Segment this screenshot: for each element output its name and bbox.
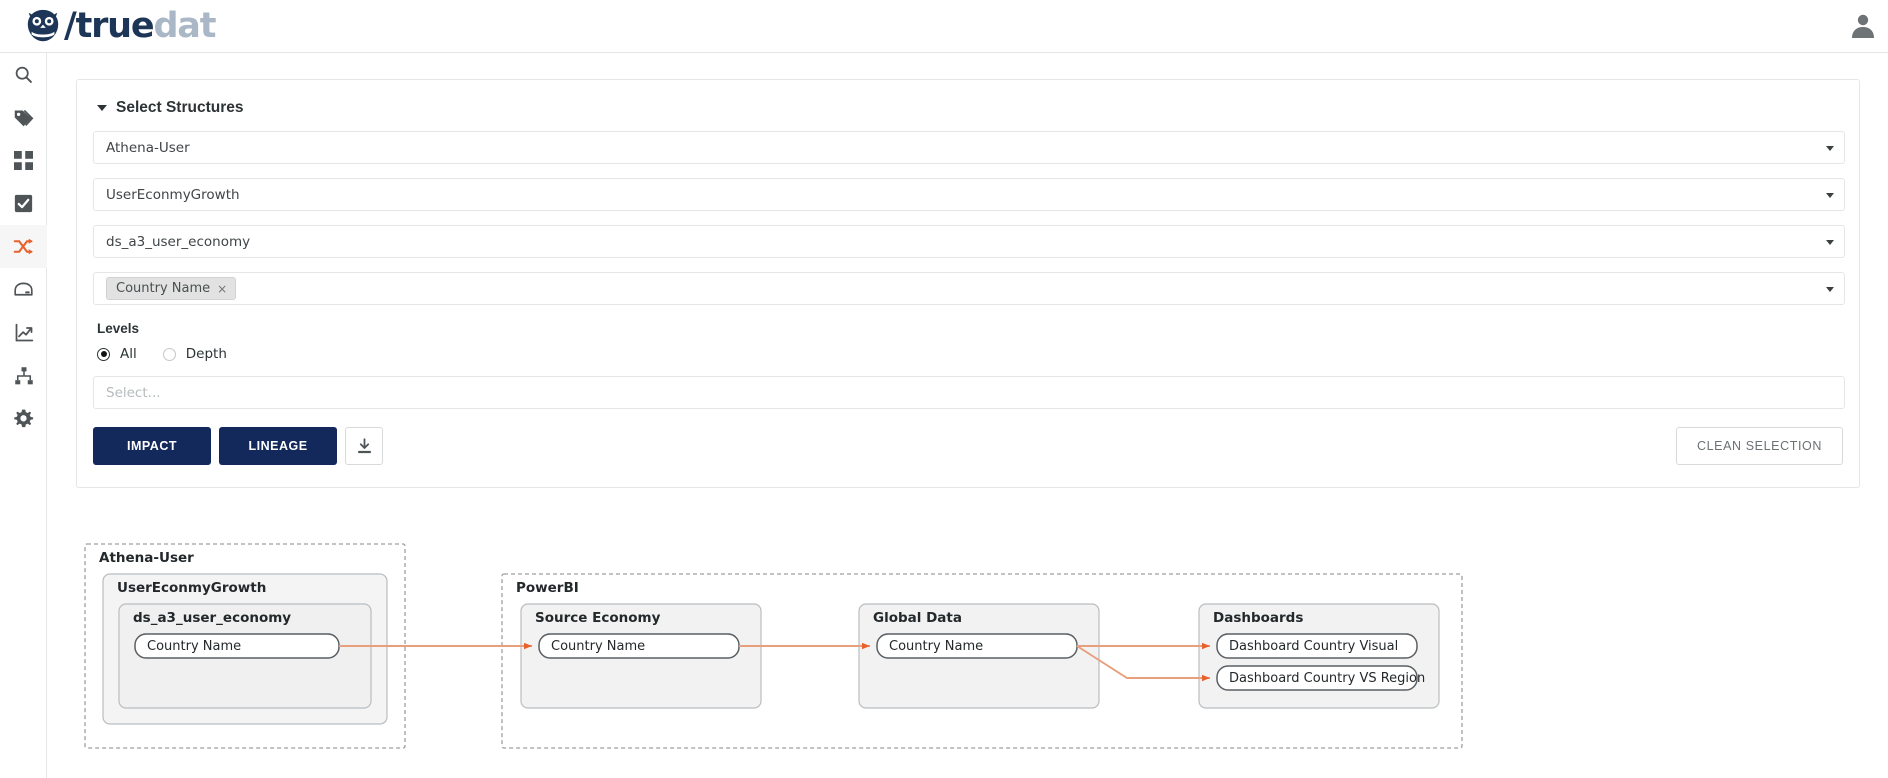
sidebar-item-data-sets[interactable] — [0, 268, 47, 311]
chevron-down-icon — [1826, 193, 1834, 198]
field-node-dashboard-country-vs-region[interactable] — [1216, 665, 1418, 691]
radio-all[interactable] — [97, 347, 110, 361]
grid-icon — [14, 151, 33, 170]
logo-text-secondary: dat — [153, 5, 216, 46]
checkbox-icon — [14, 194, 33, 213]
field-node-label: Dashboard Country VS Region — [1229, 671, 1425, 686]
clean-selection-button[interactable]: CLEAN SELECTION — [1675, 427, 1843, 465]
top-bar: /truedat — [0, 0, 1888, 53]
system-select-value: Athena-User — [106, 139, 190, 156]
sidebar-item-metrics[interactable] — [0, 311, 47, 354]
owl-icon — [27, 9, 59, 42]
select-structures-panel: Select Structures Athena-User UserEconmy… — [76, 79, 1860, 488]
action-button-row: IMPACT LINEAGE CLEAN SELECTION — [93, 427, 1843, 465]
sidebar-item-structures[interactable] — [0, 354, 47, 397]
chevron-down-icon — [1826, 146, 1834, 151]
field-node-label: Country Name — [551, 639, 645, 654]
levels-radio-group: All Depth — [97, 346, 1843, 362]
sidebar-item-search[interactable] — [0, 53, 47, 96]
depth-select-input[interactable]: Select... — [93, 376, 1845, 409]
lineage-button[interactable]: LINEAGE — [219, 427, 337, 465]
sidebar-item-lineage[interactable] — [0, 225, 47, 268]
field-node-label: Dashboard Country Visual — [1229, 639, 1398, 654]
chevron-down-icon — [1826, 287, 1834, 292]
levels-label: Levels — [97, 321, 140, 336]
app-logo[interactable]: /truedat — [24, 5, 216, 46]
selected-field-chip[interactable]: Country Name × — [106, 277, 237, 300]
chevron-down-icon — [97, 105, 107, 111]
group-select[interactable]: UserEconmyGrowth — [93, 178, 1845, 211]
panel-header-toggle[interactable]: Select Structures — [97, 99, 1843, 117]
ds-a3-user-economy-group-label: ds_a3_user_economy — [133, 610, 291, 626]
field-node-label: Country Name — [147, 639, 241, 654]
radio-depth[interactable] — [162, 347, 176, 361]
powerbi-group-label: PowerBI — [516, 580, 579, 596]
shuffle-icon — [13, 238, 33, 255]
group-select-value: UserEconmyGrowth — [106, 186, 240, 203]
field-node-label: Country Name — [889, 639, 983, 654]
close-icon[interactable]: × — [217, 281, 228, 296]
sidebar-item-quality[interactable] — [0, 182, 47, 225]
sidebar-item-tags[interactable] — [0, 96, 47, 139]
structure-select[interactable]: ds_a3_user_economy — [93, 225, 1845, 258]
lineage-graph-canvas[interactable]: Athena-User UserEconmyGrowth ds_a3_user_… — [47, 530, 1888, 778]
usereconmygrowth-group-label: UserEconmyGrowth — [117, 580, 266, 596]
sidebar-item-settings[interactable] — [0, 397, 47, 440]
sidebar-item-domains[interactable] — [0, 139, 47, 182]
download-icon — [357, 437, 371, 453]
depth-select-placeholder: Select... — [106, 384, 161, 401]
sitemap-icon — [14, 366, 33, 384]
left-sidebar — [0, 53, 47, 778]
database-icon — [14, 282, 33, 296]
search-icon — [15, 66, 32, 83]
impact-button[interactable]: IMPACT — [93, 427, 211, 465]
radio-all-label: All — [120, 346, 137, 362]
lineage-graph[interactable]: Athena-User UserEconmyGrowth ds_a3_user_… — [47, 530, 1888, 778]
chart-icon — [15, 323, 33, 341]
dashboards-group-label: Dashboards — [1213, 610, 1303, 626]
global-data-group-label: Global Data — [873, 610, 962, 626]
panel-title-text: Select Structures — [116, 99, 244, 116]
download-button[interactable] — [345, 427, 383, 465]
tags-icon — [14, 109, 34, 127]
edge-global-data-to-dashboard-vs-region — [1076, 645, 1210, 682]
chip-label: Country Name — [116, 281, 211, 296]
user-avatar-icon — [1852, 14, 1874, 38]
structure-select-value: ds_a3_user_economy — [106, 233, 251, 250]
field-select[interactable]: Country Name × — [93, 272, 1845, 305]
user-menu[interactable] — [1848, 8, 1882, 42]
field-node-dashboard-country-visual[interactable] — [1216, 633, 1418, 659]
system-select[interactable]: Athena-User — [93, 131, 1845, 164]
source-economy-group-label: Source Economy — [535, 610, 661, 626]
logo-text-primary: /true — [64, 5, 155, 46]
athena-user-group-label: Athena-User — [99, 550, 194, 566]
chevron-down-icon — [1826, 240, 1834, 245]
radio-depth-label: Depth — [185, 346, 227, 362]
gear-icon — [14, 409, 34, 428]
